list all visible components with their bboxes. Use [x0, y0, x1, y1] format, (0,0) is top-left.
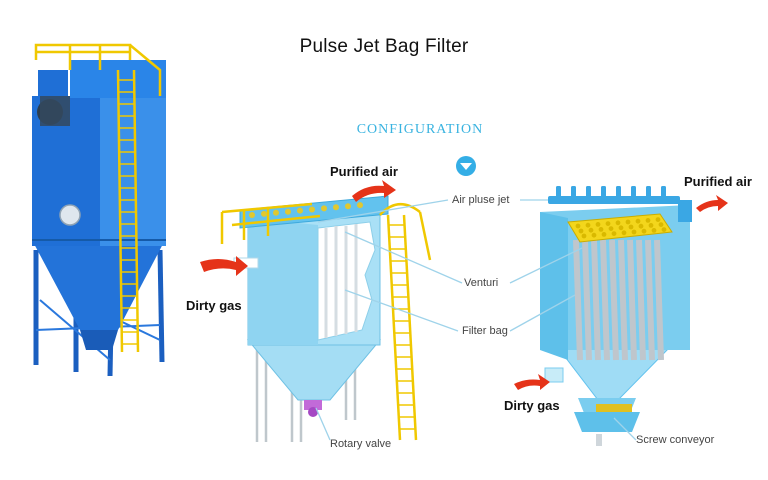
filter-bag-tube [627, 239, 637, 361]
venturi-nozzle [591, 232, 597, 238]
arrow-purified-air-right [696, 195, 728, 212]
venturi-nozzle [585, 222, 591, 228]
label-venturi: Venturi [464, 277, 499, 289]
venturi-nozzle [321, 205, 327, 212]
venturi-nozzle [625, 219, 631, 225]
venturi-nozzle [578, 228, 584, 234]
pulse-valve [631, 186, 636, 197]
filter-bag-tube [654, 239, 664, 361]
filter-bag-tube [582, 239, 592, 361]
label-screw-conveyor: Screw conveyor [636, 434, 715, 446]
venturi-nozzle [651, 228, 657, 233]
airflow-arrows [200, 180, 728, 390]
cutaway-diagram-right [540, 186, 692, 446]
arrow-dirty-gas-left [200, 256, 248, 276]
venturi-nozzle [611, 231, 617, 237]
pulse-valve [571, 186, 576, 197]
cutaway-diagram-middle [220, 195, 432, 442]
venturi-nozzle [638, 223, 644, 229]
filter-bag-tube [609, 239, 619, 361]
pulse-valve [586, 186, 591, 197]
venturi-nozzle [648, 223, 654, 228]
venturi-nozzle [581, 233, 587, 239]
filter-unit-photo [32, 43, 166, 377]
label-rotary-valve: Rotary valve [330, 438, 392, 450]
venturi-nozzle [357, 202, 363, 209]
filter-bag-tube [636, 239, 646, 361]
label-air-pulse-jet: Air pluse jet [452, 194, 510, 206]
arrow-purified-air-left [352, 180, 396, 202]
filter-bag-tube [591, 239, 601, 361]
filter-bag-tube [645, 239, 655, 361]
venturi-nozzle [608, 226, 614, 232]
venturi-nozzle [261, 210, 267, 217]
venturi-nozzle [655, 217, 661, 223]
pulse-valve [556, 186, 561, 197]
label-filter-bag: Filter bag [462, 325, 508, 337]
pulse-valve [646, 186, 651, 197]
chevron-down-circle-icon[interactable] [456, 156, 476, 176]
venturi-nozzle [598, 227, 604, 232]
filter-bag-tube [618, 239, 628, 361]
venturi-nozzle [618, 225, 624, 231]
pulse-valve [616, 186, 621, 197]
venturi-nozzle [297, 207, 303, 214]
pulse-valve [661, 186, 666, 197]
label-dirty-gas-left: Dirty gas [186, 298, 242, 313]
venturi-nozzle [309, 206, 315, 213]
venturi-nozzle [631, 229, 637, 235]
pulse-valve [601, 186, 606, 197]
venturi-nozzle [345, 203, 351, 210]
venturi-nozzle [575, 223, 581, 229]
label-purified-air-right: Purified air [684, 174, 752, 189]
label-dirty-gas-right: Dirty gas [504, 398, 560, 413]
venturi-nozzle [285, 208, 291, 215]
venturi-nozzle [601, 232, 607, 237]
configuration-heading: CONFIGURATION [356, 122, 484, 137]
label-purified-air-left: Purified air [330, 164, 398, 179]
venturi-nozzle [658, 222, 664, 228]
venturi-nozzle [605, 221, 611, 227]
leader-lines [315, 199, 637, 441]
venturi-nozzle [588, 227, 594, 233]
page-title: Pulse Jet Bag Filter [299, 36, 469, 57]
venturi-nozzle [615, 220, 621, 226]
venturi-nozzle [249, 212, 255, 218]
venturi-nozzle [628, 224, 634, 230]
arrow-dirty-gas-right [514, 374, 550, 390]
filter-bag-tube [600, 239, 610, 361]
venturi-nozzle [645, 218, 651, 223]
venturi-nozzle [661, 227, 667, 233]
venturi-nozzle [595, 222, 601, 227]
venturi-nozzle [641, 228, 647, 234]
filter-bag-tube [573, 239, 583, 361]
venturi-nozzle [333, 204, 339, 211]
venturi-nozzle [273, 209, 279, 216]
venturi-nozzle [635, 218, 641, 224]
venturi-nozzle [621, 230, 627, 236]
